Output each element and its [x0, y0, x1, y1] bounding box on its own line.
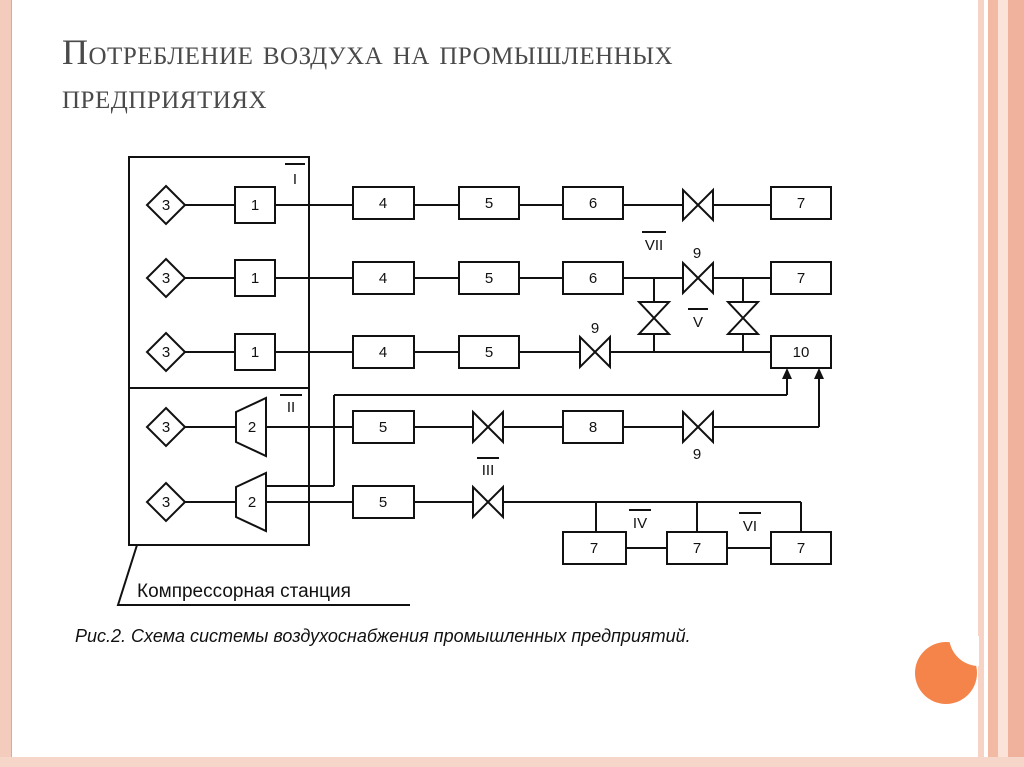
- row-4: 3 2 5 8 9 II: [145, 368, 824, 463]
- node-9-label: 9: [693, 446, 701, 463]
- valve-icon: [472, 409, 504, 445]
- compressor-2-icon: [235, 396, 267, 458]
- slide-frame-bottom: [0, 757, 1024, 767]
- node-3-label: 3: [162, 270, 170, 287]
- node-10-box: [770, 335, 832, 369]
- node-7-label: 7: [797, 195, 805, 212]
- node-4-box: [352, 186, 415, 220]
- node-5-box: [458, 261, 520, 295]
- node-6-label: 6: [589, 270, 597, 287]
- valve-icon: [472, 484, 504, 520]
- node-3-diamond: [145, 481, 187, 523]
- node-3-diamond: [145, 257, 187, 299]
- valve-icon: [636, 301, 672, 335]
- node-3-diamond: [145, 406, 187, 448]
- node-3-label: 3: [162, 344, 170, 361]
- node-3-diamond: [145, 184, 187, 226]
- node-8-label: 8: [589, 419, 597, 436]
- title-line-2: предприятиях: [62, 76, 268, 116]
- row-1: 3 1 4 5 6 7 I: [145, 163, 832, 226]
- node-6-box: [562, 261, 624, 295]
- compressor-2-icon: [235, 471, 267, 533]
- roman-label-VII: VII: [645, 237, 663, 254]
- node-1-box: [234, 186, 276, 224]
- node-7-label: 7: [797, 540, 805, 557]
- row-2: 3 1 4 5 6 9 7 VII V: [145, 231, 832, 352]
- node-4-label: 4: [379, 195, 387, 212]
- node-1-label: 1: [251, 270, 259, 287]
- roman-label-I: I: [293, 171, 297, 188]
- valve-9-icon: [682, 260, 714, 296]
- node-7-box: [666, 531, 728, 565]
- roman-label-IV: IV: [633, 515, 647, 532]
- valve-icon: [682, 187, 714, 223]
- node-2-label: 2: [248, 494, 256, 511]
- valve-icon: [725, 301, 761, 335]
- node-7-label: 7: [693, 540, 701, 557]
- node-4-label: 4: [379, 344, 387, 361]
- arrow-up-icon: [814, 368, 824, 379]
- node-9-label: 9: [693, 245, 701, 262]
- node-7-label: 7: [590, 540, 598, 557]
- node-3-label: 3: [162, 494, 170, 511]
- roman-label-V: V: [693, 314, 703, 331]
- node-3-diamond: [145, 331, 187, 373]
- arrow-up-icon: [782, 368, 792, 379]
- roman-label-III: III: [482, 462, 495, 479]
- row-3: 3 1 4 5 9 10: [145, 320, 832, 373]
- valve-9-icon: [579, 334, 611, 370]
- node-2-label: 2: [248, 419, 256, 436]
- valve-9-icon: [682, 409, 714, 445]
- node-1-label: 1: [251, 344, 259, 361]
- node-4-box: [352, 261, 415, 295]
- node-6-box: [562, 186, 624, 220]
- node-8-box: [562, 410, 624, 444]
- node-5-box: [352, 485, 415, 519]
- node-5-label: 5: [485, 195, 493, 212]
- node-1-box: [234, 333, 276, 371]
- node-5-box: [458, 186, 520, 220]
- row-5: 3 2 5 III 7 7 7 IV VI: [145, 368, 832, 565]
- slide-frame-right: [978, 0, 1024, 767]
- node-10-label: 10: [793, 344, 810, 361]
- node-3-label: 3: [162, 197, 170, 214]
- node-5-box: [352, 410, 415, 444]
- node-5-label: 5: [379, 419, 387, 436]
- node-1-box: [234, 259, 276, 297]
- node-7-label: 7: [797, 270, 805, 287]
- roman-label-II: II: [287, 399, 295, 416]
- station-label: Компрессорная станция: [137, 581, 351, 602]
- node-5-box: [458, 335, 520, 369]
- node-1-label: 1: [251, 197, 259, 214]
- node-9-label: 9: [591, 320, 599, 337]
- node-5-label: 5: [379, 494, 387, 511]
- node-5-label: 5: [485, 344, 493, 361]
- node-6-label: 6: [589, 195, 597, 212]
- slide-frame-left: [0, 0, 12, 767]
- station-label-leader: [116, 544, 410, 606]
- node-7-box: [770, 531, 832, 565]
- node-7-box: [770, 186, 832, 220]
- slide-title: Потребление воздуха на промышленных пред…: [62, 30, 942, 118]
- node-7-box: [770, 261, 832, 295]
- node-4-box: [352, 335, 415, 369]
- node-4-label: 4: [379, 270, 387, 287]
- node-5-label: 5: [485, 270, 493, 287]
- node-3-label: 3: [162, 419, 170, 436]
- node-7-box: [562, 531, 627, 565]
- title-line-1: Потребление воздуха на промышленных: [62, 32, 674, 72]
- roman-label-VI: VI: [743, 518, 757, 535]
- figure-caption: Рис.2. Схема системы воздухоснабжения пр…: [75, 626, 691, 646]
